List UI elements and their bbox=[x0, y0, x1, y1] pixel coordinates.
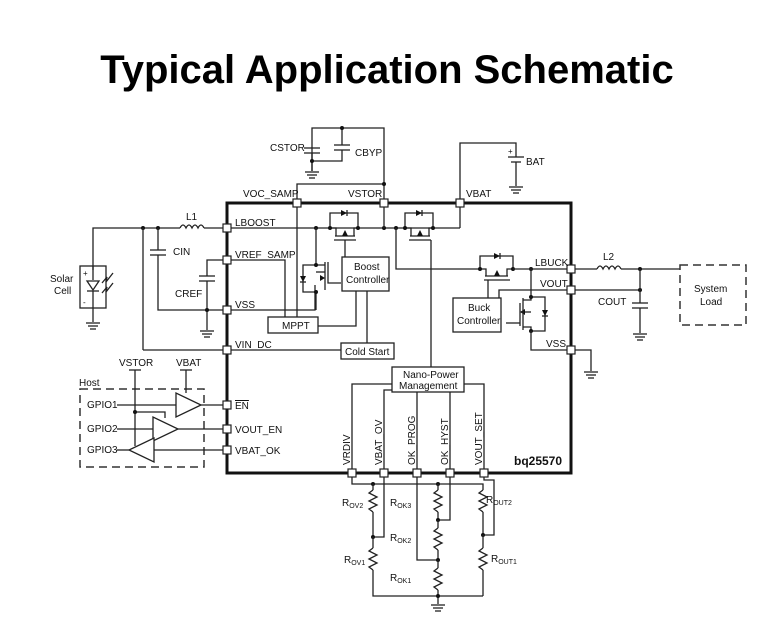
mppt-block bbox=[267, 316, 319, 334]
solar-plus: + bbox=[83, 269, 88, 278]
solar-cell-label-2: Cell bbox=[54, 286, 71, 297]
rout1-label: ROUT1 bbox=[491, 554, 517, 566]
mppt-label: MPPT bbox=[282, 321, 310, 332]
pin-vss-right-label: VSS bbox=[546, 339, 566, 350]
l2-label: L2 bbox=[603, 252, 615, 263]
pin-vin-dc bbox=[222, 345, 232, 355]
l1-label: L1 bbox=[186, 212, 198, 223]
pin-vbat bbox=[455, 198, 465, 208]
pin-vss-left bbox=[222, 305, 232, 315]
gpio3-label: GPIO3 bbox=[87, 445, 118, 456]
pin-vref-samp-label: VREF_SAMP bbox=[235, 250, 296, 261]
host-vbat-label: VBAT bbox=[176, 358, 201, 369]
solar-cell bbox=[79, 265, 114, 330]
cold-start-label: Cold Start bbox=[345, 347, 390, 358]
cref-label: CREF bbox=[175, 289, 202, 300]
cbyp-label: CBYP bbox=[355, 148, 383, 159]
buck-controller-block bbox=[452, 297, 502, 333]
pin-vout bbox=[566, 285, 576, 295]
pin-vbat-ov bbox=[379, 468, 389, 478]
pin-ok-hyst-label: OK_HYST bbox=[440, 418, 451, 465]
input-network bbox=[92, 224, 227, 351]
pin-vin-dc-label: VIN_DC bbox=[235, 340, 272, 351]
pin-vref-samp bbox=[222, 255, 232, 265]
ic-body bbox=[225, 201, 573, 475]
pin-vrdiv-label: VRDIV bbox=[342, 434, 353, 465]
pin-vout-set bbox=[479, 468, 489, 478]
resistor-network bbox=[351, 477, 495, 612]
cstor-label: CSTOR bbox=[270, 143, 305, 154]
pin-lbuck-label: LBUCK bbox=[535, 258, 569, 269]
system-load-label-1: System bbox=[694, 284, 727, 295]
pin-vss-right bbox=[566, 345, 576, 355]
rok2-label: ROK2 bbox=[390, 533, 411, 545]
pin-vbat-ok-label: VBAT_OK bbox=[235, 446, 281, 457]
page-title: Typical Application Schematic bbox=[100, 48, 674, 92]
pin-ok-hyst bbox=[445, 468, 455, 478]
cin-label: CIN bbox=[173, 247, 190, 258]
pin-en-label: EN bbox=[235, 401, 249, 412]
pin-vout-label: VOUT bbox=[540, 279, 568, 290]
pin-ok-prog-label: OK_PROG bbox=[407, 415, 418, 465]
ic-part-number: bq25570 bbox=[514, 454, 562, 468]
system-load-box bbox=[679, 264, 747, 326]
boost-controller-block bbox=[341, 256, 390, 292]
battery bbox=[459, 142, 524, 203]
rok3-label: ROK3 bbox=[390, 498, 411, 510]
gpio1-label: GPIO1 bbox=[87, 400, 118, 411]
npm-label-2: Management bbox=[399, 381, 458, 392]
pin-vbat-ov-label: VBAT_OV bbox=[374, 419, 385, 465]
output-network bbox=[575, 265, 680, 379]
npm-wires bbox=[351, 383, 485, 469]
pin-vbat-ok bbox=[222, 445, 232, 455]
host-vstor-label: VSTOR bbox=[119, 358, 153, 369]
cstor-cbyp-network bbox=[296, 126, 386, 203]
boost-controller-label-1: Boost bbox=[354, 262, 380, 273]
rok1-label: ROK1 bbox=[390, 573, 411, 585]
buck-controller-label-2: Controller bbox=[457, 316, 501, 327]
gpio2-label: GPIO2 bbox=[87, 424, 118, 435]
rout2-label: ROUT2 bbox=[486, 495, 512, 507]
pin-vout-en bbox=[222, 424, 232, 434]
solar-cell-label-1: Solar bbox=[50, 274, 74, 285]
host-buffers bbox=[117, 369, 223, 464]
pin-vout-en-label: VOUT_EN bbox=[235, 425, 282, 436]
nano-power-management-block bbox=[391, 366, 465, 393]
host-label: Host bbox=[79, 378, 100, 389]
system-load-label-2: Load bbox=[700, 297, 722, 308]
pin-voc-samp bbox=[292, 198, 302, 208]
pin-vstor bbox=[379, 198, 389, 208]
bat-plus: + bbox=[508, 147, 513, 156]
bat-label: BAT bbox=[526, 157, 545, 168]
npm-label-1: Nano-Power bbox=[403, 370, 459, 381]
cold-start-block bbox=[340, 342, 395, 360]
host-box bbox=[79, 388, 205, 468]
pin-lboost-label: LBOOST bbox=[235, 218, 276, 229]
pin-lboost bbox=[222, 223, 232, 233]
pin-vss-left-label: VSS bbox=[235, 300, 255, 311]
buck-section bbox=[394, 207, 567, 365]
rov1-label: ROV1 bbox=[344, 555, 365, 567]
rov2-label: ROV2 bbox=[342, 498, 363, 510]
pin-vrdiv bbox=[347, 468, 357, 478]
pin-voc-samp-label: VOC_SAMP bbox=[243, 189, 299, 200]
pin-vbat-label: VBAT bbox=[466, 189, 491, 200]
pin-vout-set-label: VOUT_SET bbox=[474, 412, 485, 465]
pin-ok-prog bbox=[412, 468, 422, 478]
boost-section bbox=[231, 207, 460, 320]
buck-controller-label-1: Buck bbox=[468, 303, 491, 314]
boost-controller-label-2: Controller bbox=[346, 275, 390, 286]
pin-vstor-label: VSTOR bbox=[348, 189, 382, 200]
solar-minus: - bbox=[83, 298, 86, 307]
pin-en bbox=[222, 400, 232, 410]
cout-label: COUT bbox=[598, 297, 626, 308]
